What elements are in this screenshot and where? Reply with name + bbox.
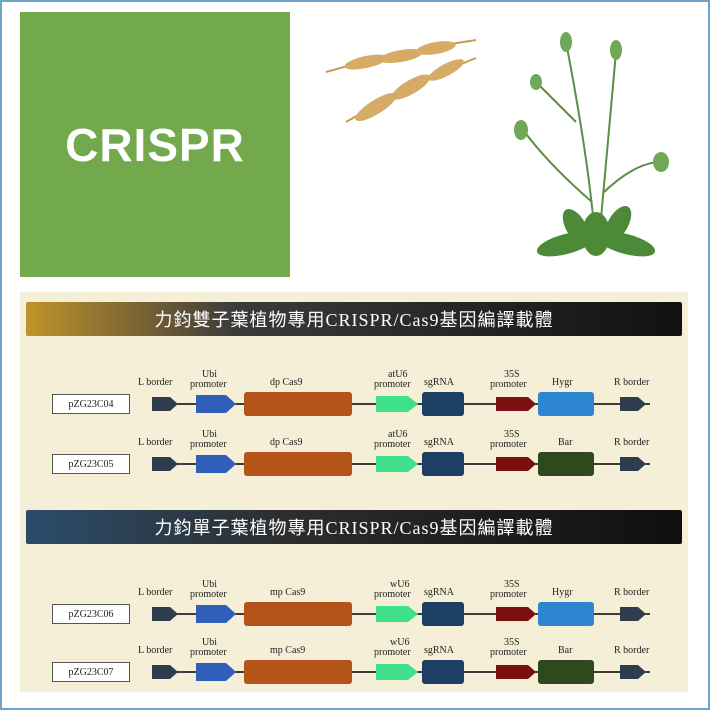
cas9-label: dp Cas9: [270, 377, 303, 388]
cas9-block: [244, 602, 352, 626]
u6-promoter-label: promoter: [374, 647, 411, 658]
crispr-logo-text: CRISPR: [65, 118, 245, 171]
r-border-label: R border: [614, 587, 650, 598]
sgrna-label: sgRNA: [424, 645, 455, 656]
35s-promoter-arrow: [496, 397, 536, 411]
u6-promoter-arrow: [376, 664, 418, 680]
u6-promoter-label: promoter: [374, 439, 411, 450]
marker-label: Hygr: [552, 377, 573, 388]
ubi-promoter-arrow: [196, 395, 236, 413]
vector-row: pZG23C06 L border Ubi promoter mp Cas9 w…: [20, 574, 688, 634]
dicot-section-title: 力鈞雙子葉植物專用CRISPR/Cas9基因編譯載體: [26, 302, 682, 336]
cas9-block: [244, 392, 352, 416]
l-border-label: L border: [138, 587, 173, 598]
ubi-promoter-arrow: [196, 663, 236, 681]
sgrna-block: [422, 602, 464, 626]
ubi-label: Ubi: [202, 637, 217, 648]
u6-label: wU6: [390, 637, 410, 648]
r-border-arrow: [620, 397, 646, 411]
vector-map: [152, 452, 650, 476]
cas9-label: mp Cas9: [270, 645, 306, 656]
35s-promoter-arrow: [496, 457, 536, 471]
35s-label: 35S: [504, 429, 520, 440]
35s-label: 35S: [504, 369, 520, 380]
monocot-section-title: 力鈞單子葉植物專用CRISPR/Cas9基因編譯載體: [26, 510, 682, 544]
u6-promoter-arrow: [376, 606, 418, 622]
vector-row: pZG23C04 L border Ubi promoter dp Cas9 a…: [20, 364, 688, 424]
vector-map: [152, 602, 650, 626]
u6-label: wU6: [390, 579, 410, 590]
u6-promoter-arrow: [376, 396, 418, 412]
ubi-promoter-arrow: [196, 455, 236, 473]
r-border-label: R border: [614, 437, 650, 448]
sgrna-label: sgRNA: [424, 587, 455, 598]
bar-block: [538, 452, 594, 476]
l-border-label: L border: [138, 645, 173, 656]
u6-label: atU6: [388, 429, 408, 440]
sgrna-label: sgRNA: [424, 377, 455, 388]
l-border-arrow: [152, 607, 178, 621]
vector-id: pZG23C07: [52, 662, 130, 682]
arabidopsis-image: [496, 12, 684, 272]
35s-label: 35S: [504, 637, 520, 648]
35s-promoter-arrow: [496, 665, 536, 679]
ubi-promoter-label: promoter: [190, 647, 227, 658]
ubi-label: Ubi: [202, 579, 217, 590]
sgrna-block: [422, 452, 464, 476]
ubi-label: Ubi: [202, 429, 217, 440]
u6-label: atU6: [388, 369, 408, 380]
sgrna-block: [422, 392, 464, 416]
r-border-arrow: [620, 665, 646, 679]
cas9-block: [244, 660, 352, 684]
u6-promoter-label: promoter: [374, 379, 411, 390]
crispr-logo-box: CRISPR: [20, 12, 290, 277]
vector-row: pZG23C07 L border Ubi promoter mp Cas9 w…: [20, 632, 688, 692]
35s-promoter-label: promoter: [490, 379, 527, 390]
vector-id: pZG23C04: [52, 394, 130, 414]
vector-id: pZG23C05: [52, 454, 130, 474]
vector-map: [152, 660, 650, 684]
hygr-block: [538, 392, 594, 416]
bar-block: [538, 660, 594, 684]
35s-promoter-arrow: [496, 607, 536, 621]
marker-label: Hygr: [552, 587, 573, 598]
cas9-block: [244, 452, 352, 476]
ubi-label: Ubi: [202, 369, 217, 380]
35s-promoter-label: promoter: [490, 647, 527, 658]
35s-promoter-label: promoter: [490, 589, 527, 600]
ubi-promoter-label: promoter: [190, 589, 227, 600]
vector-map: [152, 392, 650, 416]
r-border-arrow: [620, 607, 646, 621]
cas9-label: mp Cas9: [270, 587, 306, 598]
r-border-label: R border: [614, 377, 650, 388]
l-border-arrow: [152, 397, 178, 411]
r-border-arrow: [620, 457, 646, 471]
ubi-promoter-label: promoter: [190, 379, 227, 390]
marker-label: Bar: [558, 437, 573, 448]
cas9-label: dp Cas9: [270, 437, 303, 448]
marker-label: Bar: [558, 645, 573, 656]
l-border-label: L border: [138, 377, 173, 388]
l-border-label: L border: [138, 437, 173, 448]
sgrna-block: [422, 660, 464, 684]
hygr-block: [538, 602, 594, 626]
sgrna-label: sgRNA: [424, 437, 455, 448]
vector-id: pZG23C06: [52, 604, 130, 624]
ubi-promoter-arrow: [196, 605, 236, 623]
r-border-label: R border: [614, 645, 650, 656]
wheat-image: [306, 12, 482, 148]
35s-label: 35S: [504, 579, 520, 590]
ubi-promoter-label: promoter: [190, 439, 227, 450]
l-border-arrow: [152, 665, 178, 679]
l-border-arrow: [152, 457, 178, 471]
vector-diagram: 力鈞雙子葉植物專用CRISPR/Cas9基因編譯載體 pZG23C04 L bo…: [20, 292, 688, 692]
u6-promoter-arrow: [376, 456, 418, 472]
35s-promoter-label: promoter: [490, 439, 527, 450]
u6-promoter-label: promoter: [374, 589, 411, 600]
vector-row: pZG23C05 L border Ubi promoter dp Cas9 a…: [20, 424, 688, 484]
